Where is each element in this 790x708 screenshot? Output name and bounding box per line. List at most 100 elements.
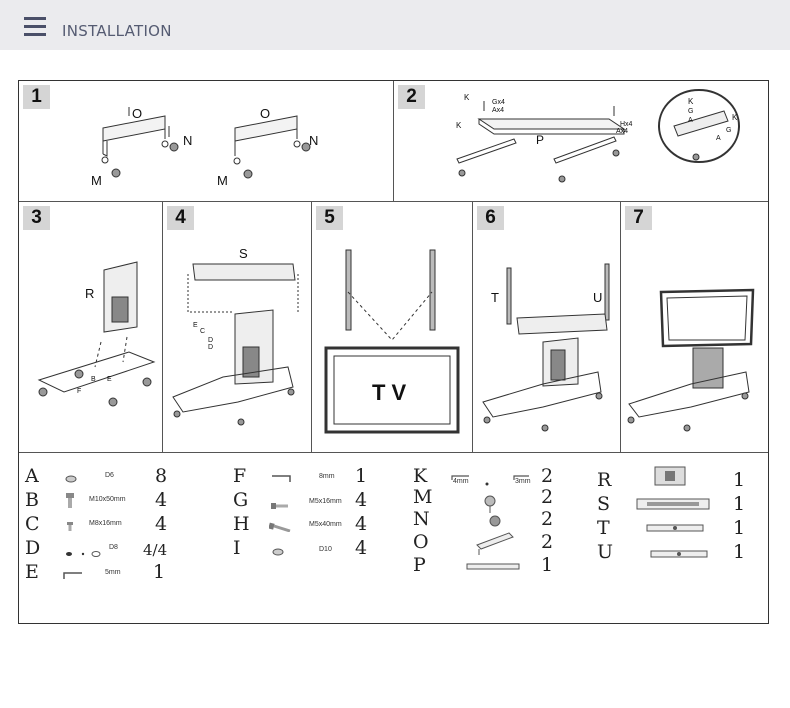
washer-spacer-icon xyxy=(65,545,105,563)
parts-list: A D6 8 B M10x50mm 4 C M8x16mm 4 D D8 4/4… xyxy=(19,453,768,623)
base-leg-icon xyxy=(475,529,515,562)
part-size: 4mm xyxy=(453,478,469,485)
dot-icon xyxy=(485,473,489,491)
part-letter: I xyxy=(233,537,241,559)
step-label: A xyxy=(688,117,693,124)
part-letter: A xyxy=(25,465,39,487)
part-qty: 4/4 xyxy=(143,541,168,559)
bracket-rail-icon xyxy=(645,521,705,539)
step-2-panel: 2 K Gx4 Ax4 K P Hx4 Ax4 K G A K xyxy=(394,81,768,202)
step-number: 2 xyxy=(398,85,425,109)
part-qty: 1 xyxy=(355,465,368,487)
part-size: D8 xyxy=(109,544,118,551)
step-number: 7 xyxy=(625,206,652,230)
mounting-plate-icon xyxy=(635,495,711,518)
step-label: T xyxy=(491,290,499,305)
step-3-panel: 3 R B F E xyxy=(19,202,163,453)
part-qty: 1 xyxy=(733,517,746,539)
part-letter: S xyxy=(597,493,611,515)
part-qty: 2 xyxy=(541,531,554,553)
bracket-rail-icon xyxy=(649,547,709,565)
step-label: U xyxy=(593,290,603,305)
step-label: S xyxy=(239,246,248,261)
part-qty: 1 xyxy=(541,554,554,576)
step-3-illustration xyxy=(37,261,156,407)
part-letter: T xyxy=(597,517,610,539)
step-number: 4 xyxy=(167,206,194,230)
part-letter: F xyxy=(233,465,247,487)
part-letter: P xyxy=(413,554,426,576)
step-label: P xyxy=(536,133,545,147)
part-size: M5x40mm xyxy=(309,521,342,528)
caster-wheel-icon xyxy=(477,491,507,536)
bolt-icon xyxy=(65,493,75,514)
screw-icon xyxy=(271,497,289,515)
installation-diagram: 1 O N M O N M 2 xyxy=(18,80,769,624)
step-7-illustration xyxy=(627,288,755,432)
step-4-illustration xyxy=(172,263,299,426)
column-bracket-icon xyxy=(651,465,691,494)
part-letter: D xyxy=(25,537,41,559)
step-label: B xyxy=(91,376,96,383)
allen-key-icon xyxy=(513,469,531,487)
screw-icon xyxy=(66,519,74,537)
step-1-panel: 1 O N M O N M xyxy=(19,81,394,202)
step-5-illustration xyxy=(324,249,460,434)
part-letter: N xyxy=(413,508,430,530)
allen-key-icon xyxy=(63,568,83,586)
step-label: G xyxy=(726,127,732,134)
step-label: D xyxy=(208,344,214,351)
part-letter: O xyxy=(413,531,429,553)
step-label: Ax4 xyxy=(492,107,505,114)
hamburger-menu-icon[interactable] xyxy=(24,17,46,37)
step-number: 6 xyxy=(477,206,504,230)
part-letter: K xyxy=(413,465,428,487)
part-size: M5x16mm xyxy=(309,498,342,505)
step-label: Ax4 xyxy=(616,128,629,135)
washer-icon xyxy=(65,471,77,489)
part-size: 8mm xyxy=(319,473,335,480)
part-size: M10x50mm xyxy=(89,496,126,503)
step-6-illustration xyxy=(482,263,610,432)
step-4-panel: 4 S E C D D xyxy=(163,202,312,453)
step-label: K xyxy=(688,97,694,106)
part-letter: U xyxy=(597,541,614,563)
part-letter: R xyxy=(597,469,612,491)
part-qty: 4 xyxy=(355,513,368,535)
step-label: K xyxy=(464,93,470,102)
step-6-panel: 6 T U xyxy=(473,202,621,453)
step-label: G xyxy=(688,108,694,115)
part-qty: 4 xyxy=(355,537,368,559)
part-qty: 1 xyxy=(153,561,166,583)
step-label: D xyxy=(208,337,214,344)
page-header: INSTALLATION xyxy=(0,0,790,50)
part-size: D6 xyxy=(105,472,114,479)
crossbar-icon xyxy=(465,559,521,577)
part-size: 5mm xyxy=(105,569,121,576)
step-label: N xyxy=(183,133,193,148)
step-label: K xyxy=(732,113,738,122)
page-title: INSTALLATION xyxy=(62,22,172,40)
part-qty: 2 xyxy=(541,508,554,530)
part-letter: G xyxy=(233,489,249,511)
step-label: C xyxy=(200,328,206,335)
step-label: E xyxy=(193,322,198,329)
step-label: M xyxy=(217,173,228,188)
part-size: M8x16mm xyxy=(89,520,122,527)
part-qty: 4 xyxy=(155,489,168,511)
step-7-panel: 7 xyxy=(621,202,768,453)
long-screw-icon xyxy=(268,519,291,537)
part-qty: 1 xyxy=(733,541,746,563)
part-size: D10 xyxy=(319,546,332,553)
part-qty: 2 xyxy=(541,486,554,508)
step-label: E xyxy=(107,376,112,383)
step-number: 1 xyxy=(23,85,50,109)
tv-label: T V xyxy=(372,380,407,405)
step-label: N xyxy=(309,133,319,148)
step-1-illustration xyxy=(101,107,311,179)
step-label: O xyxy=(260,106,271,121)
step-2-illustration xyxy=(456,89,740,183)
part-qty: 1 xyxy=(733,469,746,491)
part-qty: 2 xyxy=(541,465,554,487)
step-label: F xyxy=(77,388,82,395)
